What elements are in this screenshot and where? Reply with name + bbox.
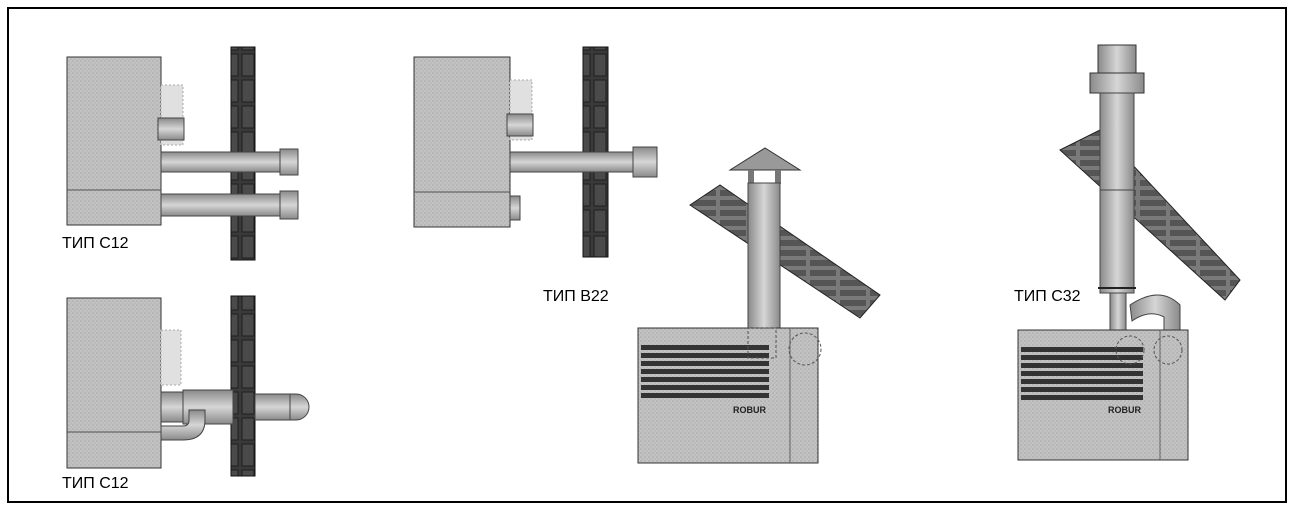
elbow-pipe <box>1129 294 1181 332</box>
roof-section <box>689 184 881 319</box>
heater-body <box>413 56 511 228</box>
flue-pipe <box>747 182 781 329</box>
unit-c12-top <box>66 46 299 261</box>
front-grille <box>641 345 769 398</box>
coaxial-pipe <box>1099 92 1135 294</box>
label-c32: ТИП С32 <box>1014 288 1081 305</box>
brand-logo: ROBUR <box>1108 405 1141 415</box>
wall-section <box>230 295 256 477</box>
unit-b22-roof: ROBUR <box>637 147 881 464</box>
label-c12-top: ТИП С12 <box>62 235 129 252</box>
heater-body <box>66 297 162 469</box>
coaxial-pipe <box>182 389 234 425</box>
unit-c12-bottom <box>66 295 310 477</box>
chimney-cap <box>728 147 802 171</box>
flue-pipe <box>160 151 282 173</box>
brand-logo: ROBUR <box>733 405 766 415</box>
flue-pipe <box>509 151 636 173</box>
elbow-pipe <box>160 409 206 441</box>
terminal-cap <box>1097 44 1137 74</box>
unit-b22-wall <box>413 46 658 258</box>
front-grille <box>1021 347 1143 400</box>
air-pipe <box>160 193 282 217</box>
label-c12-bottom: ТИП С12 <box>62 475 129 492</box>
unit-c32-roof: ROBUR <box>1017 44 1241 461</box>
roof-section <box>1059 129 1241 301</box>
label-b22: ТИП В22 <box>543 288 609 305</box>
heater-body <box>66 56 162 226</box>
